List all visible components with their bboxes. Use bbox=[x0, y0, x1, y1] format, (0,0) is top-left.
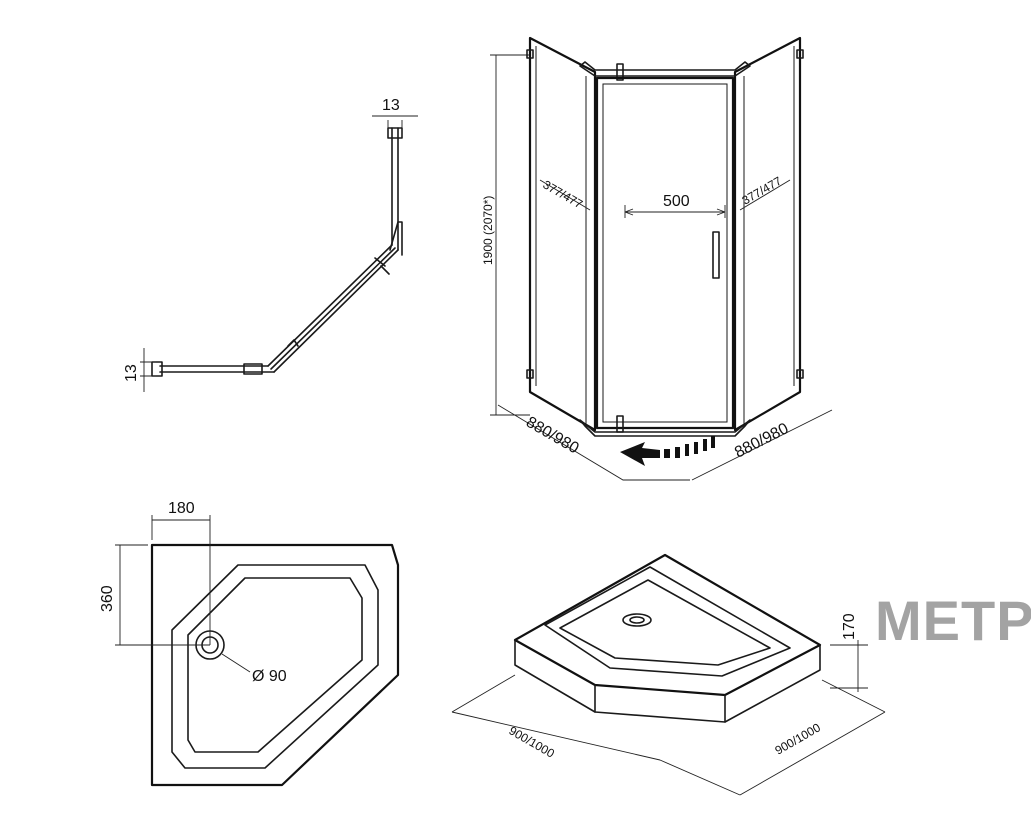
dim-left-label: 13 bbox=[123, 364, 140, 382]
base-left-label: 880/980 bbox=[523, 414, 582, 458]
right-side-panel bbox=[733, 36, 802, 432]
tray-plan: 180 360 Ø 90 bbox=[99, 500, 400, 787]
door-handle[interactable] bbox=[712, 231, 720, 279]
height-label: 1900 (2070*) bbox=[481, 196, 495, 265]
side-right-label: 377/477 bbox=[740, 174, 785, 208]
iso-drain-icon bbox=[622, 613, 652, 627]
door-width-label: 500 bbox=[663, 193, 690, 210]
door-swing-arrow-icon bbox=[620, 436, 715, 466]
dim-top-label: 13 bbox=[382, 97, 400, 114]
left-side-panel bbox=[528, 36, 597, 432]
drain-y-label: 360 bbox=[99, 585, 116, 612]
brand-logo: METP bbox=[875, 589, 1031, 652]
tray-side-left-label: 900/1000 bbox=[507, 723, 558, 760]
wall-profile-top bbox=[387, 127, 403, 139]
drain-diameter-label: Ø 90 bbox=[252, 668, 287, 685]
tray-height-label: 170 bbox=[841, 613, 858, 640]
top-rail bbox=[579, 61, 751, 77]
wall-profile-left bbox=[151, 361, 163, 377]
side-left-label: 377/477 bbox=[541, 177, 586, 211]
tray-iso: 170 900/1000 900/1000 bbox=[451, 553, 886, 796]
drain-x-label: 180 bbox=[168, 500, 195, 517]
front-view: 1900 (2070*) 500 377/477 377/477 880 bbox=[481, 36, 833, 481]
door bbox=[595, 76, 735, 430]
tray-outline bbox=[150, 543, 400, 787]
tray-top bbox=[513, 553, 822, 697]
top-view: 13 13 bbox=[123, 97, 418, 392]
